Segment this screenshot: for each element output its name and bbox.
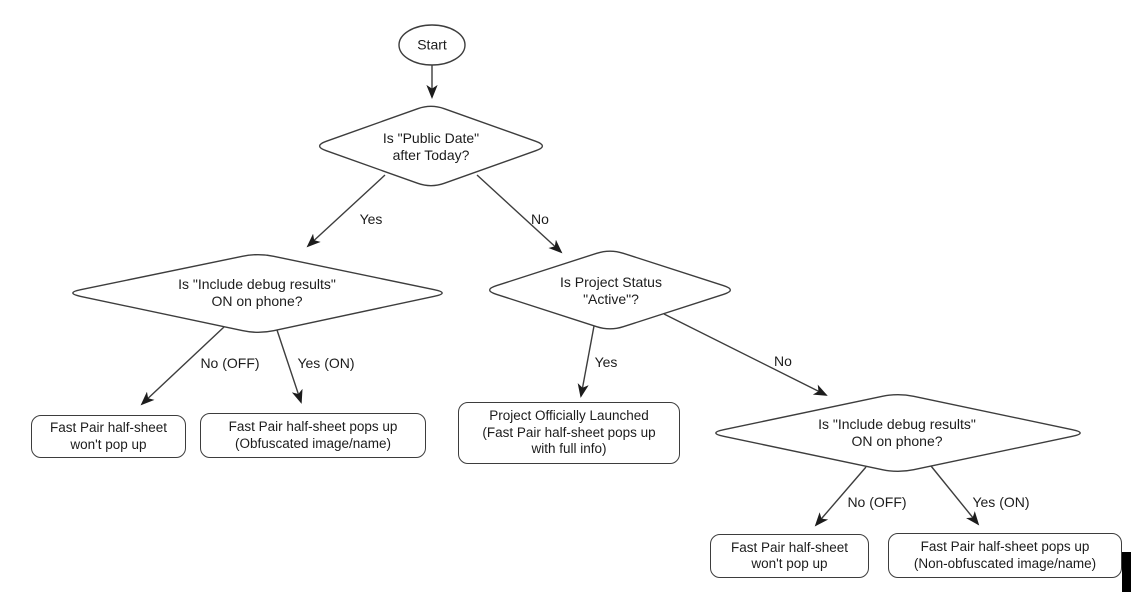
decision-public-date-shape <box>318 105 544 187</box>
decision-public-date-label: Is "Public Date" after Today? <box>382 130 480 163</box>
result-obfuscated: Fast Pair half-sheet pops up (Obfuscated… <box>200 413 426 458</box>
decision-project-status-shape <box>488 250 732 330</box>
arrow-project-status-yes <box>577 325 595 398</box>
decision-debug-right-label: Is "Include debug results" ON on phone? <box>818 416 976 449</box>
result-officially-launched: Project Officially Launched (Fast Pair h… <box>458 402 680 464</box>
arrow-project-status-no <box>663 313 828 396</box>
arrow-public-date-yes <box>306 174 386 248</box>
arrow-public-date-no <box>476 174 563 254</box>
decision-debug-left-shape <box>72 253 443 334</box>
arrow-debug-right-no <box>814 466 867 527</box>
arrow-debug-left-yes <box>276 329 303 404</box>
edge-label-debug-right-yes: Yes (ON) <box>972 494 1030 510</box>
decision-project-status-label: Is Project Status "Active"? <box>560 274 662 307</box>
edge-label-project-status-yes: Yes <box>594 354 618 370</box>
arrow-debug-left-no <box>140 326 225 406</box>
text-caret-artifact <box>1122 552 1131 592</box>
arrow-debug-right-yes <box>930 465 980 526</box>
start-node-label: Start <box>417 36 447 53</box>
edge-label-debug-left-no: No (OFF) <box>200 355 260 371</box>
result-wont-pop-up-right: Fast Pair half-sheet won't pop up <box>710 534 869 578</box>
decision-debug-left-label: Is "Include debug results" ON on phone? <box>178 276 336 309</box>
edge-label-debug-right-no: No (OFF) <box>847 494 907 510</box>
edge-label-project-status-no: No <box>774 353 792 369</box>
decision-debug-right-shape <box>715 393 1081 473</box>
edge-label-public-date-no: No <box>531 211 549 227</box>
edge-label-public-date-yes: Yes <box>359 211 383 227</box>
result-wont-pop-up-left: Fast Pair half-sheet won't pop up <box>31 415 186 458</box>
result-non-obfuscated: Fast Pair half-sheet pops up (Non-obfusc… <box>888 533 1122 578</box>
edge-label-debug-left-yes: Yes (ON) <box>297 355 355 371</box>
